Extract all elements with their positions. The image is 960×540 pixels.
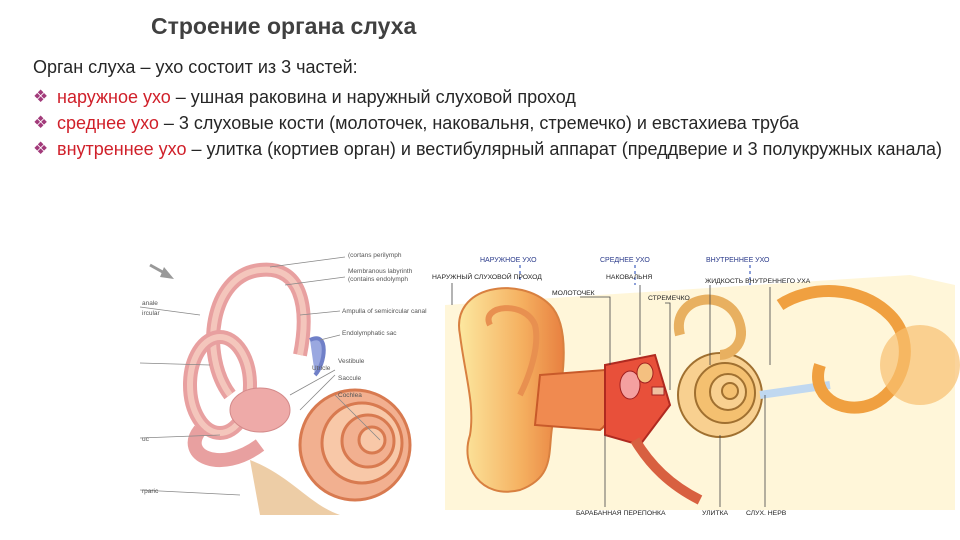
label-perilymph: (cortans perilymph bbox=[348, 252, 402, 259]
label-anvil: НАКОВАЛЬНЯ bbox=[606, 274, 652, 281]
diamond-bullet-icon: ❖ bbox=[33, 113, 49, 132]
label-uc-left: uc bbox=[142, 436, 150, 443]
term-inner-ear: внутреннее ухо bbox=[57, 139, 187, 159]
label-cochlea: Cochlea bbox=[338, 392, 362, 399]
bullet-text: – ушная раковина и наружный слуховой про… bbox=[170, 87, 576, 107]
term-middle-ear: среднее ухо bbox=[57, 113, 159, 133]
hammer-shape bbox=[619, 370, 641, 400]
inner-ear-illustration: (cortans perilymph Membranous labyrinth … bbox=[140, 245, 430, 520]
label-circular-left: ircular bbox=[142, 310, 161, 317]
slide-title: Строение органа слуха bbox=[151, 13, 417, 39]
label-hammer: МОЛОТОЧЕК bbox=[552, 290, 595, 297]
label-inner-fluid: ЖИДКОСТЬ ВНУТРЕННЕГО УХА bbox=[705, 278, 811, 285]
label-eardrum: БАРАБАННАЯ ПЕРЕПОНКА bbox=[576, 510, 666, 517]
intro-text: Орган слуха – ухо состоит из 3 частей: bbox=[33, 57, 358, 77]
diamond-bullet-icon: ❖ bbox=[33, 87, 49, 106]
label-canal-left: anale bbox=[142, 300, 158, 307]
label-utricle: Utricle bbox=[312, 365, 331, 372]
diamond-bullet-icon: ❖ bbox=[33, 139, 49, 158]
semicircular-canals-shape bbox=[673, 294, 746, 360]
ear-canal-shape bbox=[533, 368, 613, 432]
label-cochlea-bottom: УЛИТКА bbox=[702, 510, 729, 517]
bullet-inner-ear: ❖ внутреннее ухо – улитка (кортиев орган… bbox=[33, 136, 958, 162]
cochlea-shape bbox=[298, 388, 412, 502]
label-outer-ear: НАРУЖНОЕ УХО bbox=[480, 257, 537, 264]
bullet-text: – 3 слуховые кости (молоточек, наковальн… bbox=[158, 113, 799, 133]
endolymphatic-sac-shape bbox=[309, 336, 326, 377]
vestibule-shape bbox=[229, 387, 291, 433]
label-vestibule: Vestibule bbox=[338, 358, 365, 365]
label-auditory-nerve: СЛУХ. НЕРВ bbox=[746, 510, 787, 517]
label-endolymphatic-sac: Endolymphatic sac bbox=[342, 330, 397, 337]
bullet-middle-ear: ❖ среднее ухо – 3 слуховые кости (молото… bbox=[33, 110, 958, 136]
label-membranous-labyrinth: Membranous labyrinth bbox=[348, 268, 413, 275]
cochlea-section-shape bbox=[677, 352, 763, 438]
bullet-list: ❖ наружное ухо – ушная раковина и наружн… bbox=[33, 84, 958, 162]
bullet-outer-ear: ❖ наружное ухо – ушная раковина и наружн… bbox=[33, 84, 958, 110]
label-ampulla: Ampulla of semicircular canal bbox=[342, 308, 427, 315]
label-middle-ear: СРЕДНЕЕ УХО bbox=[600, 257, 650, 264]
bullet-text: – улитка (кортиев орган) и вестибулярный… bbox=[186, 139, 943, 159]
stirrup-shape bbox=[651, 386, 665, 396]
label-paric-left: rparic bbox=[142, 488, 159, 495]
label-ear-canal: НАРУЖНЫЙ СЛУХОВОЙ ПРОХОД bbox=[432, 272, 542, 281]
ear-section-illustration: НАРУЖНОЕ УХО СРЕДНЕЕ УХО ВНУТРЕННЕЕ УХО … bbox=[430, 245, 960, 520]
label-endolymph: (contains endolymph bbox=[348, 276, 408, 283]
term-outer-ear: наружное ухо bbox=[57, 87, 171, 107]
label-saccule: Saccule bbox=[338, 375, 362, 382]
label-inner-ear: ВНУТРЕННЕЕ УХО bbox=[706, 257, 770, 264]
label-stirrup: СТРЕМЕЧКО bbox=[648, 295, 690, 302]
anvil-shape bbox=[636, 362, 654, 384]
